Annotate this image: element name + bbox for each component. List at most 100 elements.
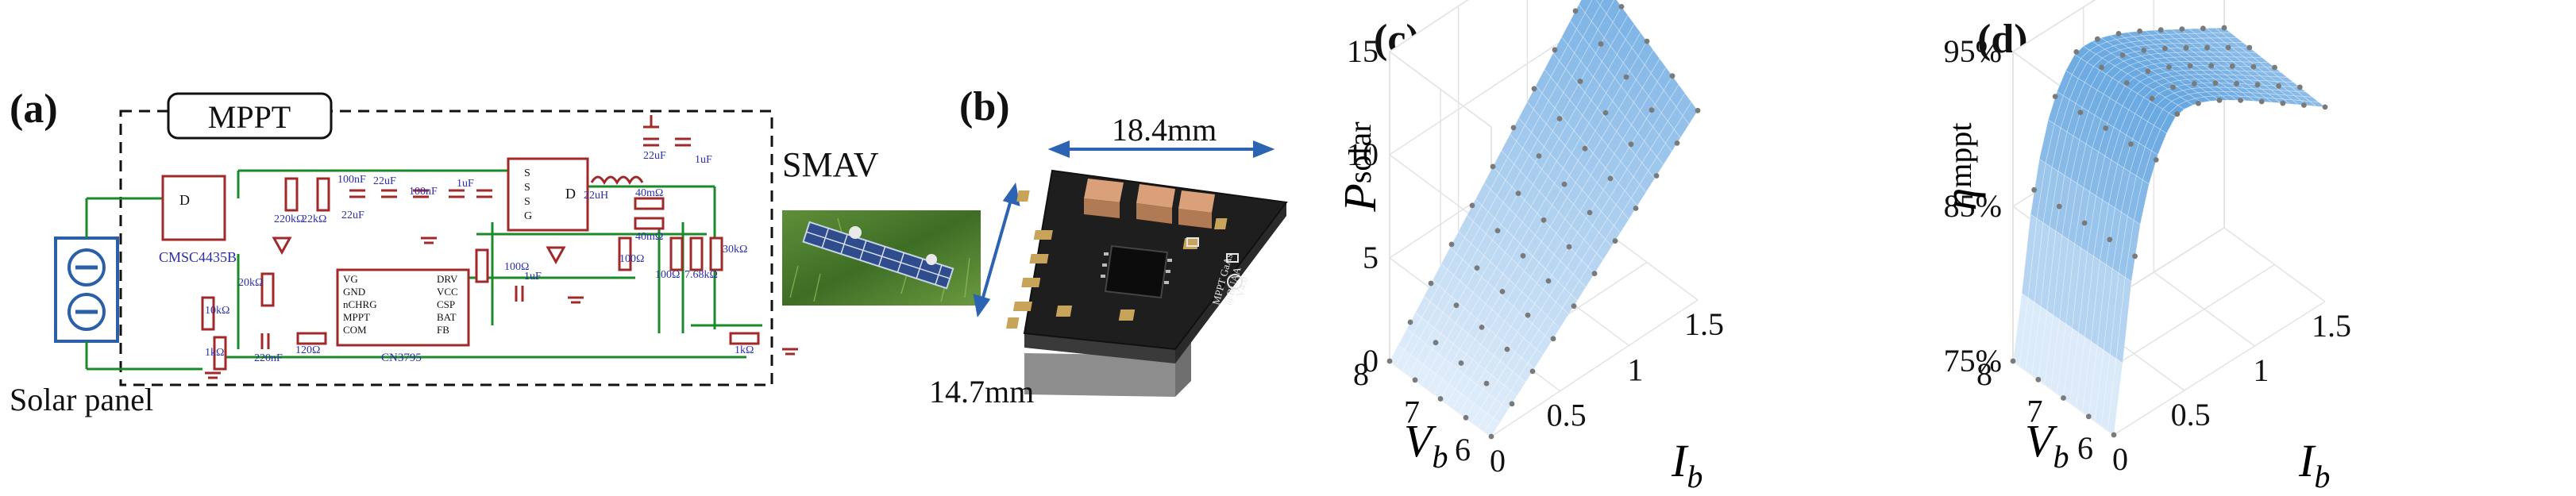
- data-point: [2052, 94, 2058, 99]
- z-axis-title-sub: solar: [1342, 121, 1378, 183]
- data-point: [1515, 190, 1521, 197]
- measurement-points: [1386, 3, 1701, 440]
- res-label-9: 40mΩ: [635, 231, 663, 243]
- chip-pin-l5: COM: [343, 324, 367, 336]
- cap-label-6: 220nF: [254, 352, 283, 364]
- z-tick-label: 95%: [1944, 33, 2002, 69]
- data-point: [1669, 73, 1676, 79]
- mos2-d: D: [565, 186, 576, 202]
- data-point: [1437, 396, 1444, 402]
- x-tick-label: 0: [1490, 443, 1506, 479]
- data-point: [1433, 340, 1439, 346]
- diode-1: [272, 236, 292, 256]
- data-point: [1572, 8, 1579, 14]
- data-point: [1633, 206, 1639, 211]
- data-point: [2145, 68, 2151, 75]
- data-point: [2162, 45, 2168, 52]
- data-point: [2174, 111, 2181, 117]
- data-point: [1628, 141, 1634, 148]
- y-tick-label: 7: [1404, 394, 1420, 430]
- surface-patch: [2308, 101, 2327, 108]
- mppt-label: MPPT: [208, 99, 291, 135]
- z-axis-title: Psolar: [1334, 121, 1386, 212]
- mosfet-1-d: D: [179, 192, 190, 208]
- data-point: [2123, 80, 2130, 86]
- inductor-label: 22uH: [584, 190, 608, 202]
- z-axis-title-sub: mppt: [1942, 122, 1978, 187]
- y-floor-gridline: [1490, 299, 1699, 437]
- solar-panel-label: Solar panel: [10, 382, 154, 417]
- data-point: [1561, 181, 1568, 187]
- data-point: [1550, 336, 1556, 342]
- data-point: [1531, 86, 1537, 92]
- data-point: [2119, 52, 2126, 58]
- chip-pin-r2: VCC: [437, 286, 458, 298]
- data-point: [1463, 414, 1469, 421]
- data-point: [2010, 358, 2016, 364]
- data-point: [1469, 202, 1475, 209]
- schematic: MPPT D CMSC4435B: [54, 92, 798, 386]
- data-point: [2187, 63, 2193, 69]
- pcb-height-dim: 14.7mm: [929, 374, 1035, 409]
- data-point: [1653, 173, 1660, 179]
- y-tick-label: 7: [2027, 394, 2043, 429]
- data-point: [2200, 25, 2206, 32]
- x-axis-title-main: I: [2298, 435, 2316, 486]
- res-label-6: 120Ω: [295, 344, 320, 356]
- x-axis-title: Ib: [1671, 435, 1703, 494]
- y-axis-title-sub: b: [1432, 439, 1448, 475]
- data-point: [2137, 28, 2142, 34]
- smav-wing: [802, 221, 954, 290]
- data-point: [1602, 110, 1609, 116]
- data-point: [1612, 238, 1618, 244]
- cap-label-7: 1uF: [524, 271, 542, 283]
- cap-label-1: 100nF: [337, 174, 366, 186]
- mos2-pin-4: G: [524, 210, 532, 222]
- data-point: [1695, 107, 1701, 113]
- mosfet-1: [161, 175, 226, 241]
- z-tick-label: 15: [1347, 33, 1379, 69]
- surface-patch: [2252, 56, 2269, 63]
- data-point: [2056, 203, 2062, 210]
- data-point: [1479, 325, 1485, 330]
- surface-patch: [2271, 71, 2289, 78]
- data-point: [1598, 41, 1604, 47]
- data-point: [1483, 380, 1490, 386]
- data-point: [2132, 253, 2138, 260]
- data-point: [2296, 84, 2303, 90]
- data-point: [1474, 265, 1480, 271]
- chip-pin-l1: VG: [343, 273, 358, 285]
- cap-label-9: 1uF: [695, 154, 712, 166]
- z-tick-label: 75%: [1944, 343, 2002, 379]
- x-tick-label: 0.5: [1547, 398, 1587, 433]
- data-point: [2258, 98, 2265, 105]
- cap-label-4: 100nF: [409, 186, 438, 198]
- y-axis-title: Vb: [2025, 415, 2069, 475]
- res-label-10: 100Ω: [619, 253, 644, 265]
- surface-patch: [2233, 42, 2250, 48]
- data-point: [1556, 116, 1563, 121]
- panel-a-label: (a): [10, 87, 58, 132]
- data-point: [2158, 27, 2164, 33]
- data-point: [1529, 368, 1536, 375]
- data-point: [1571, 303, 1577, 310]
- data-point: [1509, 401, 1515, 407]
- data-point: [2166, 64, 2172, 70]
- mos2-pin-1: S: [524, 167, 530, 179]
- chip-pin-l2: GND: [343, 286, 365, 298]
- data-point: [2103, 125, 2109, 131]
- pcb-width-dim: 18.4mm: [1112, 112, 1217, 148]
- data-point: [1453, 302, 1460, 309]
- res-label-8: 40mΩ: [635, 187, 663, 199]
- data-point: [2085, 413, 2092, 420]
- z-tick-label: 5: [1363, 240, 1379, 275]
- z-tick-label: 0: [1363, 343, 1379, 379]
- surface: [2012, 27, 2327, 436]
- res-label-14: 1kΩ: [735, 344, 754, 356]
- data-point: [2204, 44, 2210, 51]
- data-point: [1499, 289, 1506, 294]
- data-point: [2196, 100, 2201, 106]
